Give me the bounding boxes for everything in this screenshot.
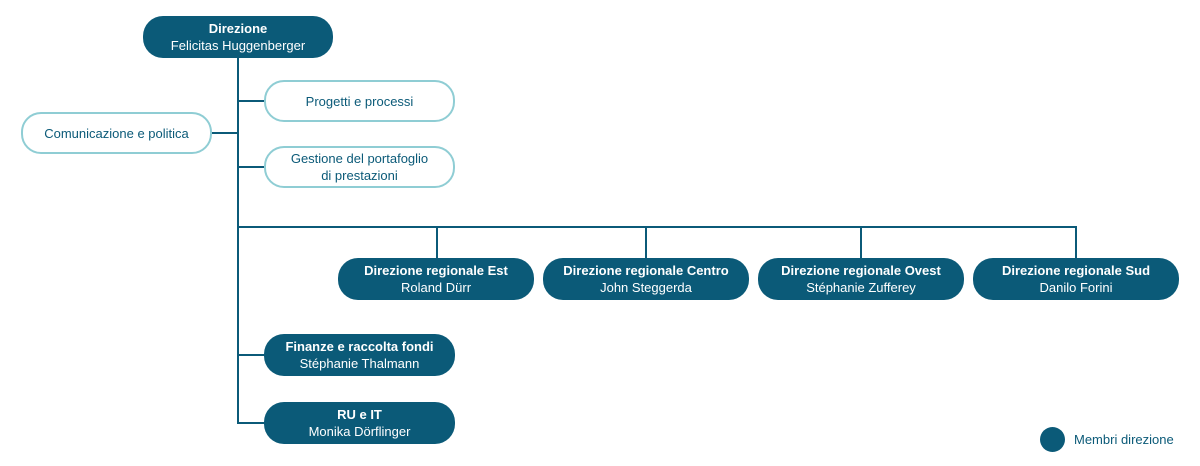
region-box-centro: Direzione regionale Centro John Steggerd… [543, 258, 749, 300]
region-title-ovest: Direzione regionale Ovest [781, 263, 941, 278]
region-person-sud: Danilo Forini [1039, 280, 1113, 295]
region-box-ovest: Direzione regionale Ovest Stéphanie Zuff… [758, 258, 964, 300]
staff-left-connector [211, 132, 239, 134]
regions-horizontal-connector [237, 226, 1077, 228]
direzione-person: Felicitas Huggenberger [170, 38, 306, 53]
comunicazione-politica-label: Comunicazione e politica [44, 125, 189, 141]
department-connector-finanze [237, 354, 266, 356]
ru-it-person: Monika Dörflinger [308, 424, 411, 439]
gestione-portafoglio-label: Gestione del portafoglio di prestazioni [290, 151, 429, 183]
comunicazione-politica-box: Comunicazione e politica [21, 112, 212, 154]
staff-right-connector-2 [237, 166, 266, 168]
region-connector-est [436, 226, 438, 260]
region-title-sud: Direzione regionale Sud [1001, 263, 1151, 278]
department-connector-ru-it [237, 422, 266, 424]
staff-right-connector-1 [237, 100, 266, 102]
legend-label: Membri direzione [1074, 432, 1174, 447]
region-person-ovest: Stéphanie Zufferey [806, 280, 916, 295]
direzione-title: Direzione [208, 21, 268, 36]
legend: Membri direzione [1040, 427, 1174, 452]
main-vertical-connector [237, 56, 239, 424]
region-connector-sud [1075, 226, 1077, 260]
finanze-title: Finanze e raccolta fondi [285, 339, 434, 354]
region-connector-ovest [860, 226, 862, 260]
ru-it-box: RU e IT Monika Dörflinger [264, 402, 455, 444]
region-person-centro: John Steggerda [600, 280, 692, 295]
region-box-sud: Direzione regionale Sud Danilo Forini [973, 258, 1179, 300]
region-title-est: Direzione regionale Est [364, 263, 508, 278]
finanze-person: Stéphanie Thalmann [299, 356, 420, 371]
region-connector-centro [645, 226, 647, 260]
region-title-centro: Direzione regionale Centro [563, 263, 729, 278]
ru-it-title: RU e IT [337, 407, 382, 422]
legend-dot-icon [1040, 427, 1065, 452]
progetti-processi-box: Progetti e processi [264, 80, 455, 122]
gestione-portafoglio-box: Gestione del portafoglio di prestazioni [264, 146, 455, 188]
region-person-est: Roland Dürr [400, 280, 472, 295]
region-box-est: Direzione regionale Est Roland Dürr [338, 258, 534, 300]
direzione-box: Direzione Felicitas Huggenberger [143, 16, 333, 58]
progetti-processi-label: Progetti e processi [305, 93, 414, 109]
finanze-box: Finanze e raccolta fondi Stéphanie Thalm… [264, 334, 455, 376]
